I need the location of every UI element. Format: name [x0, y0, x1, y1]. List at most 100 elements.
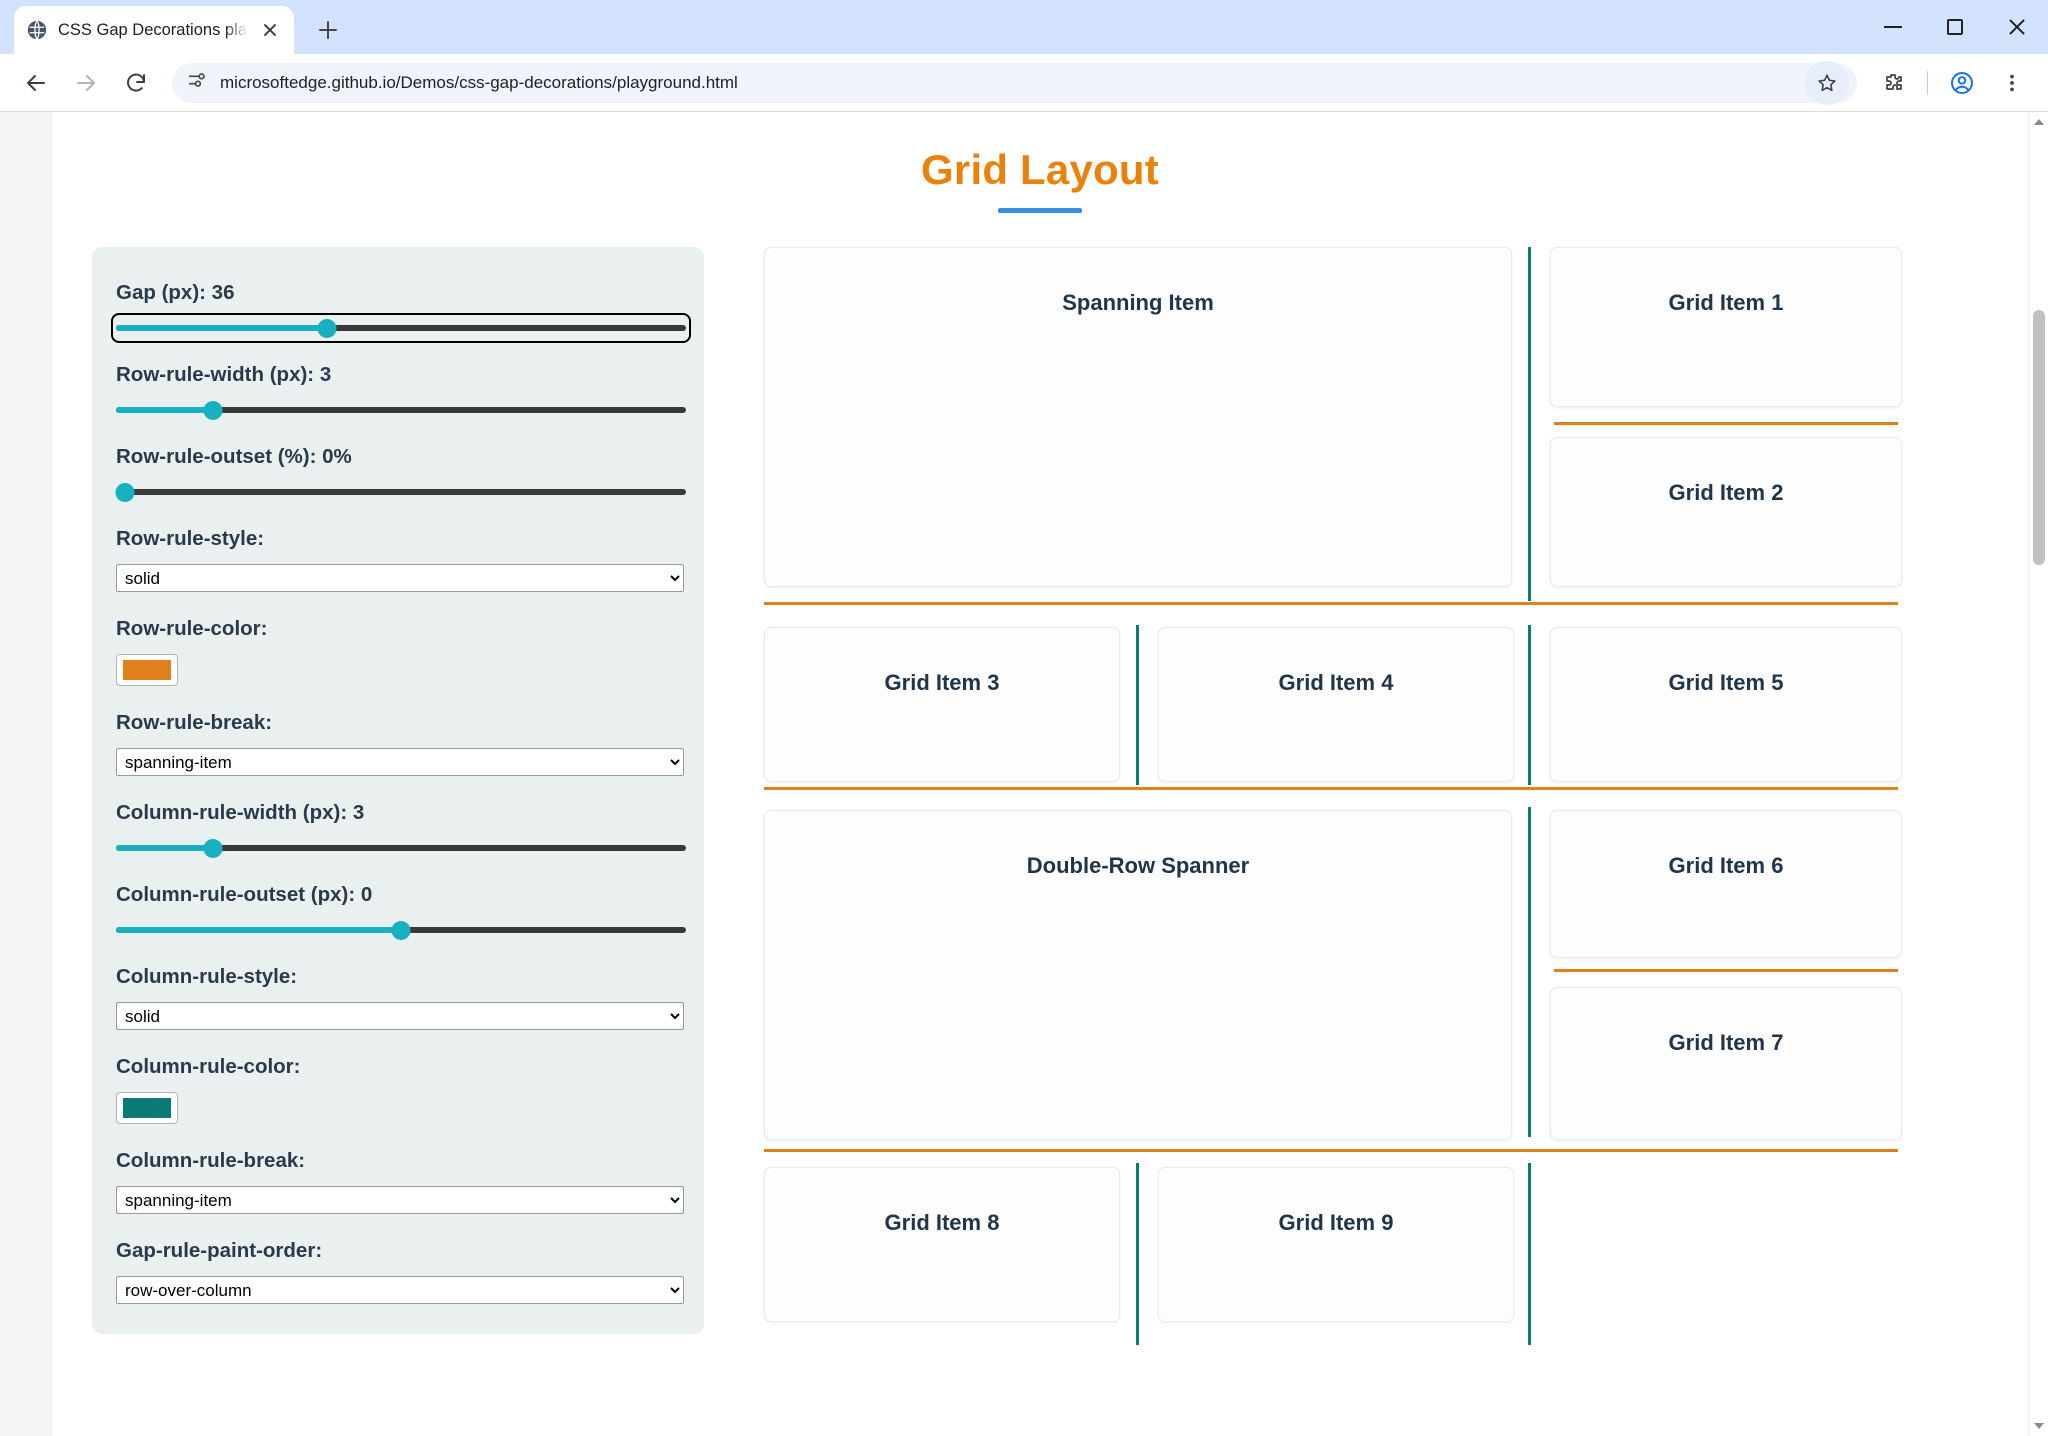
control-column-rule-width: Column-rule-width (px): 3: [116, 801, 686, 858]
grid-item-label: Grid Item 8: [884, 1210, 1000, 1235]
control-label: Row-rule-width (px): 3: [116, 363, 332, 386]
row-rule-outset-slider[interactable]: [115, 482, 686, 502]
caret-down-icon: [2033, 1423, 2044, 1429]
grid-item-label: Grid Item 9: [1278, 1210, 1394, 1235]
scrollbar-track[interactable]: [2029, 132, 2048, 1416]
reload-button[interactable]: [114, 61, 158, 105]
column-rule-segment: [1528, 625, 1531, 785]
minimize-button[interactable]: [1862, 0, 1924, 54]
bookmark-button[interactable]: [1805, 60, 1849, 105]
control-label: Row-rule-outset (%): 0%: [116, 445, 352, 468]
gap-rule-paint-order-select[interactable]: row-over-column: [116, 1276, 684, 1304]
grid-item-1: Grid Item 1: [1550, 247, 1902, 407]
control-row-rule-style: Row-rule-style: solid: [116, 527, 684, 592]
control-row-rule-color: Row-rule-color:: [116, 617, 682, 686]
slider-fill: [116, 927, 401, 933]
control-label: Row-rule-break:: [116, 711, 273, 734]
browser-tab[interactable]: CSS Gap Decorations playground: [14, 6, 294, 54]
slider-thumb[interactable]: [391, 921, 411, 940]
puzzle-piece-icon: [1886, 73, 1902, 90]
scroll-down-button[interactable]: [2029, 1416, 2048, 1436]
slider-thumb[interactable]: [317, 319, 337, 338]
address-bar[interactable]: microsoftedge.github.io/Demos/css-gap-de…: [172, 60, 1857, 105]
control-column-rule-outset: Column-rule-outset (px): 0: [116, 883, 686, 940]
grid-item-2: Grid Item 2: [1550, 437, 1902, 587]
control-label: Column-rule-break:: [116, 1149, 306, 1172]
grid-item-double-row-spanner: Double-Row Spanner: [764, 810, 1512, 1140]
grid-item-7: Grid Item 7: [1550, 987, 1902, 1140]
controls-panel: Gap (px): 36 Row-rule-width (px): 3: [92, 247, 704, 1334]
maximize-button[interactable]: [1924, 0, 1986, 54]
column-rule-break-select[interactable]: spanning-item: [116, 1186, 684, 1214]
grid-item-label: Grid Item 2: [1668, 480, 1784, 505]
color-chip: [123, 660, 171, 680]
slider-fill: [116, 325, 327, 331]
control-column-rule-style: Column-rule-style: solid: [116, 965, 684, 1030]
slider-track: [116, 325, 686, 331]
maximize-icon: [1947, 19, 1963, 35]
row-rule-width-slider[interactable]: [116, 400, 686, 420]
column-rule-segment: [1528, 247, 1531, 601]
three-dot-menu-icon: [2010, 74, 2014, 91]
control-row-rule-outset: Row-rule-outset (%): 0%: [115, 445, 686, 502]
slider-thumb[interactable]: [115, 483, 135, 502]
column-rule-width-slider[interactable]: [116, 838, 686, 858]
grid-item-5: Grid Item 5: [1550, 627, 1902, 782]
close-icon: [2007, 17, 2027, 37]
control-row-rule-break: Row-rule-break: spanning-item: [116, 711, 684, 776]
scrollbar-thumb[interactable]: [2033, 310, 2045, 565]
caret-up-icon: [2033, 119, 2044, 125]
control-label: Column-rule-outset (px): 0: [116, 883, 373, 906]
title-underline: [998, 208, 1082, 213]
reload-icon: [127, 73, 145, 92]
page-scrollbar[interactable]: [2028, 112, 2048, 1436]
slider-thumb[interactable]: [203, 401, 223, 420]
control-column-rule-break: Column-rule-break: spanning-item: [116, 1149, 684, 1214]
grid-item-label: Spanning Item: [1062, 290, 1214, 315]
row-rule-style-select[interactable]: solid: [116, 564, 684, 592]
extensions-button[interactable]: [1871, 61, 1915, 105]
gap-slider[interactable]: [111, 313, 691, 343]
grid-item-4: Grid Item 4: [1158, 627, 1514, 782]
control-row-rule-width: Row-rule-width (px): 3: [116, 363, 686, 420]
profile-button[interactable]: [1940, 61, 1984, 105]
tab-title: CSS Gap Decorations playground: [58, 20, 248, 39]
grid-item-6: Grid Item 6: [1550, 810, 1902, 958]
control-gap-rule-paint-order: Gap-rule-paint-order: row-over-column: [116, 1239, 684, 1304]
window-close-button[interactable]: [1986, 0, 2048, 54]
slider-fill: [116, 407, 213, 413]
tab-close-icon[interactable]: [258, 18, 282, 42]
control-gap: Gap (px): 36: [111, 281, 691, 343]
control-label: Gap (px): 36: [116, 281, 235, 304]
minimize-icon: [1884, 26, 1902, 28]
column-rule-color-picker[interactable]: [116, 1092, 178, 1124]
forward-button[interactable]: [64, 61, 108, 105]
row-rule-break-select[interactable]: spanning-item: [116, 748, 684, 776]
toolbar-divider: [1927, 70, 1928, 95]
grid-item-label: Double-Row Spanner: [1026, 853, 1250, 878]
control-label: Column-rule-color:: [116, 1055, 301, 1078]
control-label: Row-rule-style:: [116, 527, 265, 550]
back-button[interactable]: [14, 61, 58, 105]
grid-item-label: Grid Item 3: [884, 670, 1000, 695]
grid-item-label: Grid Item 6: [1668, 853, 1784, 878]
tab-strip: CSS Gap Decorations playground: [0, 0, 2048, 54]
page-viewport: Grid Layout Gap (px): 36: [0, 112, 2048, 1436]
column-rule-style-select[interactable]: solid: [116, 1002, 684, 1030]
scroll-up-button[interactable]: [2029, 112, 2048, 132]
browser-menu-button[interactable]: [1990, 61, 2034, 105]
new-tab-button[interactable]: [308, 10, 348, 50]
browser-toolbar: microsoftedge.github.io/Demos/css-gap-de…: [0, 54, 2048, 112]
column-rule-segment: [1528, 1163, 1531, 1345]
web-page: Grid Layout Gap (px): 36: [52, 112, 2028, 1436]
row-rule-color-picker[interactable]: [116, 654, 178, 686]
page-settings-icon[interactable]: [186, 69, 208, 96]
grid-demo: Spanning Item Grid Item 1 Grid Item 2 Gr…: [764, 247, 1904, 1345]
account-avatar-icon: [1951, 71, 1973, 94]
column-rule-outset-slider[interactable]: [116, 920, 686, 940]
grid-item-label: Grid Item 4: [1278, 670, 1394, 695]
row-rule-segment: [764, 602, 1898, 605]
slider-thumb[interactable]: [203, 839, 223, 858]
arrow-right-icon: [77, 74, 95, 91]
